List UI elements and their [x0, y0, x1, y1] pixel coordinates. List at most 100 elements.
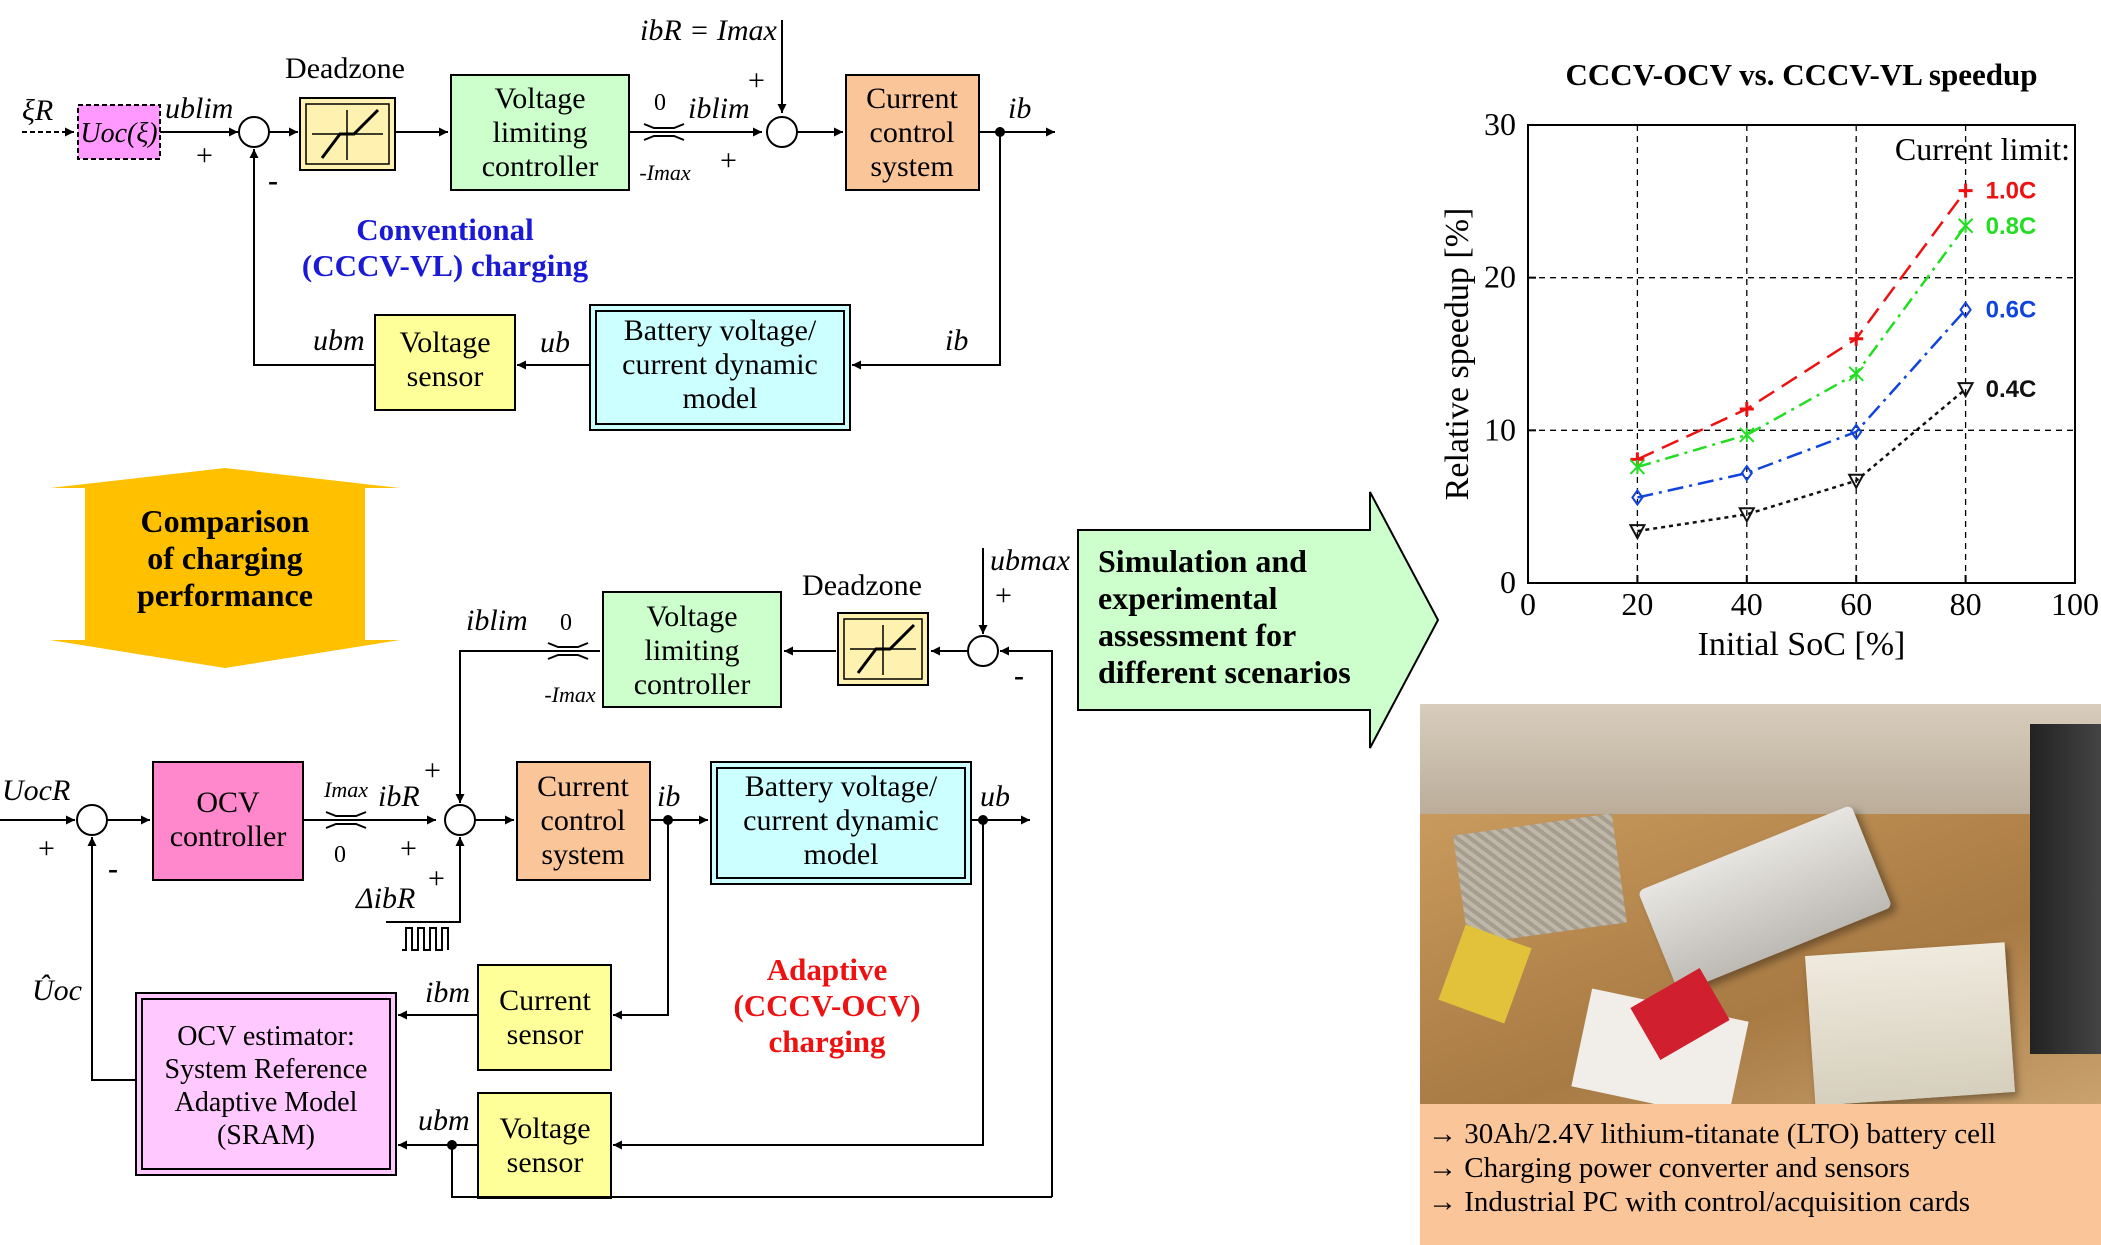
- deadzone-icon-bottom: [856, 623, 916, 674]
- text-line: system: [541, 838, 624, 871]
- text-line: sensor: [407, 360, 484, 393]
- series-line: [1636, 189, 1967, 461]
- voltage-sensor-bottom: [477, 1092, 612, 1199]
- data-point: [1628, 524, 1647, 541]
- text-line: model: [804, 838, 879, 871]
- photo-wall: [1420, 704, 2101, 824]
- text-line: Current: [499, 984, 591, 1017]
- summing-junction-bottom-1: [76, 804, 108, 836]
- text-line: of charging: [147, 540, 303, 576]
- x-tick-label: 80: [1950, 586, 1982, 622]
- signal-u-blim: ublim: [165, 92, 233, 125]
- signal-u-bm-top: ubm: [313, 324, 365, 357]
- x-tick-label: 40: [1731, 586, 1763, 622]
- text-line: limiting: [644, 634, 739, 667]
- data-point: [1739, 401, 1754, 416]
- text-line: sensor: [507, 1018, 584, 1051]
- sign-plus-1: +: [196, 139, 213, 172]
- text-line: control: [541, 804, 626, 837]
- battery-model-bottom: [710, 761, 972, 885]
- caption-line-3: → Industrial PC with control/acquisition…: [1428, 1186, 1971, 1218]
- x-axis-label: Initial SoC [%]: [1698, 626, 1906, 663]
- saturation-icon-bottom-1: [325, 811, 367, 829]
- data-point: [1849, 331, 1864, 346]
- caption-line-2: → Charging power converter and sensors: [1428, 1152, 1910, 1184]
- text-line: (SRAM): [217, 1120, 315, 1151]
- text-line: Simulation and: [1098, 543, 1307, 579]
- summing-junction-bottom-3: [967, 635, 999, 667]
- saturation-icon-top: [643, 123, 685, 141]
- series-label: 0.4C: [1986, 376, 2037, 403]
- signal-u-ocr: UocR: [2, 774, 70, 807]
- sat-zero-bottom-1: 0: [334, 842, 346, 868]
- x-tick-label: 60: [1840, 586, 1872, 622]
- text-line: Voltage: [499, 1112, 590, 1145]
- signal-u-b-top: ub: [540, 326, 570, 359]
- uoc-xi-block: [77, 104, 161, 160]
- data-point: [1740, 464, 1754, 482]
- text-line: experimental: [1098, 580, 1278, 616]
- data-point: [1956, 382, 1975, 399]
- text-line: controller: [482, 150, 599, 183]
- text-line: Adaptive Model: [175, 1087, 358, 1118]
- data-point: [1957, 218, 1974, 234]
- signal-xi-r: ξR: [22, 94, 53, 127]
- text-line: Battery voltage/: [624, 314, 817, 347]
- y-axis-label: Relative speedup [%]: [1439, 208, 1476, 501]
- series-line: [1637, 308, 1967, 499]
- sign-minus-b1: -: [108, 852, 118, 885]
- text-line: Current: [866, 82, 958, 115]
- summing-junction-top-1: [238, 116, 270, 148]
- x-tick-label: 0: [1520, 586, 1536, 622]
- photo-power-supply: [1805, 942, 2015, 1104]
- text-line: Conventional: [356, 212, 534, 247]
- text-line: sensor: [507, 1146, 584, 1179]
- text-line: different scenarios: [1098, 654, 1351, 690]
- photo-industrial-pc: [2030, 724, 2101, 1054]
- current-control-system-top: [845, 74, 980, 191]
- data-point: [1629, 459, 1646, 475]
- series-label: 1.0C: [1986, 178, 2037, 205]
- caption-line-1: → 30Ah/2.4V lithium-titanate (LTO) batte…: [1428, 1118, 1997, 1150]
- uoc-xi-label: Uoc(ξ): [80, 118, 157, 149]
- saturation-icon-bottom-2: [547, 642, 589, 660]
- summing-junction-bottom-2: [444, 804, 476, 836]
- sat-zero-top: 0: [654, 90, 666, 116]
- battery-model-top: [589, 304, 851, 431]
- y-tick-label: 0: [1500, 564, 1516, 600]
- summing-junction-top-2: [766, 116, 798, 148]
- text-line: controller: [170, 820, 287, 853]
- signal-u-oc-hat: Ûoc: [32, 974, 82, 1007]
- photo-heat-mat: [1453, 813, 1627, 945]
- sign-plus-b5: +: [995, 579, 1012, 612]
- signal-delta-i-br: ΔibR: [355, 882, 415, 915]
- chart-title: CCCV-OCV vs. CCCV-VL speedup: [1566, 57, 2038, 92]
- text-line: charging: [768, 1024, 886, 1059]
- lab-setup-photo: [1420, 704, 2101, 1104]
- pulse-train-icon: [402, 927, 449, 951]
- y-tick-label: 10: [1484, 411, 1516, 447]
- plot-area: [1527, 124, 2076, 584]
- text-line: performance: [137, 577, 313, 613]
- text-line: model: [683, 382, 758, 415]
- signal-i-blim-top: iblim: [688, 92, 750, 125]
- data-point: [1959, 301, 1972, 319]
- text-line: Voltage: [646, 600, 737, 633]
- legend-title: Current limit:: [1895, 131, 2070, 167]
- text-line: (CCCV-VL) charging: [302, 248, 589, 283]
- text-line: Voltage: [399, 326, 490, 359]
- sat-imax-bottom-1: Imax: [323, 777, 368, 802]
- deadzone-label-bottom: Deadzone: [802, 569, 922, 602]
